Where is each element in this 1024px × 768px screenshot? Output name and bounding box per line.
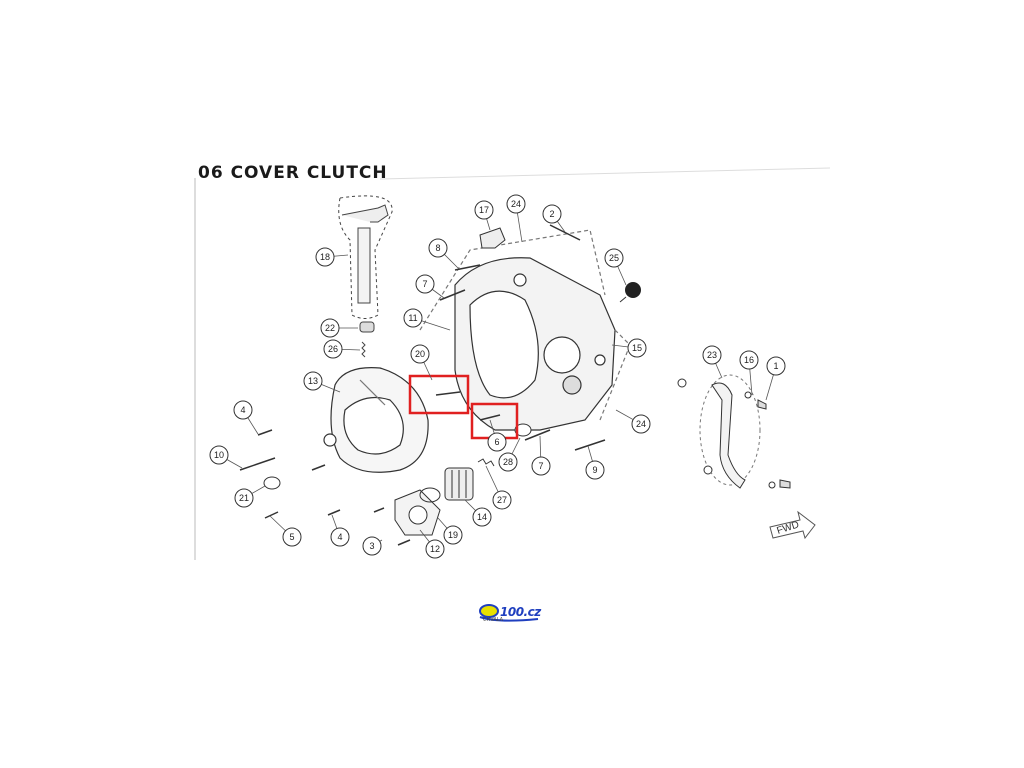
callout-number-7: 7 — [422, 279, 427, 289]
bolt-7-upper — [439, 289, 466, 301]
shop-logo-subtext: CHVALA — [483, 617, 504, 623]
part-21-seal — [263, 476, 281, 490]
part-11-15-crankcase-cover — [419, 229, 631, 431]
bolt-20-highlighted — [435, 391, 461, 396]
shop-logo-text: 100.cz — [500, 605, 541, 619]
callout-number-12: 12 — [430, 544, 440, 554]
callout-number-17: 17 — [479, 205, 489, 215]
callout-number-28: 28 — [503, 457, 513, 467]
part-25-plug — [619, 282, 641, 303]
bolt-6-highlighted — [479, 414, 501, 421]
bolt-7-lower — [524, 429, 551, 441]
diagram-title: 06 COVER CLUTCH — [198, 163, 388, 183]
bolt-5-b — [311, 464, 326, 471]
callout-circle-26 — [323, 339, 343, 359]
callout-number-23: 23 — [707, 350, 717, 360]
callout-circle-20 — [410, 344, 430, 364]
callout-circle-16 — [739, 350, 759, 370]
callout-circle-2 — [542, 204, 562, 224]
callout-number-13: 13 — [308, 376, 318, 386]
callout-circle-17 — [474, 200, 494, 220]
callout-circle-21 — [234, 488, 254, 508]
callout-circle-12 — [425, 539, 445, 559]
callout-number-10: 10 — [214, 450, 224, 460]
part-13-outer-cover — [323, 367, 429, 473]
callout-circle-3 — [362, 536, 382, 556]
callout-number-1: 1 — [773, 361, 778, 371]
bolt-2 — [549, 224, 581, 241]
callout-circle-9 — [585, 460, 605, 480]
bolts-group — [239, 224, 606, 546]
part-14-oil-filter — [444, 467, 474, 501]
callout-number-19: 19 — [448, 530, 458, 540]
callout-number-24: 24 — [636, 419, 646, 429]
callout-number-9: 9 — [592, 465, 597, 475]
callout-number-22: 22 — [325, 323, 335, 333]
callout-circle-7 — [415, 274, 435, 294]
bolt-5-a — [264, 511, 279, 519]
callout-circle-19 — [443, 525, 463, 545]
callout-number-20: 20 — [415, 349, 425, 359]
callout-number-16: 16 — [744, 355, 754, 365]
part-28-oring — [514, 423, 532, 437]
callout-circle-28 — [498, 452, 518, 472]
callout-number-8: 8 — [435, 243, 440, 253]
callout-number-6: 6 — [494, 437, 499, 447]
callout-number-21: 21 — [239, 493, 249, 503]
highlight-box-part-20 — [408, 374, 470, 415]
part-18-shaft-group — [338, 195, 393, 358]
part-12-19-filter-cover — [394, 487, 441, 536]
callout-circle-1 — [766, 356, 786, 376]
callout-number-14: 14 — [477, 512, 487, 522]
shop-logo-icon — [479, 604, 539, 622]
callout-circle-6 — [487, 432, 507, 452]
callout-number-27: 27 — [497, 495, 507, 505]
callout-number-7: 7 — [538, 461, 543, 471]
callout-labels: 1234456778910111213141516171819202122232… — [209, 194, 786, 559]
callout-circle-13 — [303, 371, 323, 391]
bolt-10 — [239, 457, 276, 471]
callout-number-26: 26 — [328, 344, 338, 354]
callout-number-24: 24 — [511, 199, 521, 209]
callout-number-4: 4 — [337, 532, 342, 542]
part-23-oil-line-group — [677, 374, 791, 489]
callout-circle-23 — [702, 345, 722, 365]
callout-circle-7 — [531, 456, 551, 476]
callout-number-25: 25 — [609, 253, 619, 263]
part-17-bracket — [479, 227, 506, 249]
callout-circle-5 — [282, 527, 302, 547]
bolt-4-lower — [327, 509, 341, 516]
callout-circle-27 — [492, 490, 512, 510]
callout-circle-15 — [627, 338, 647, 358]
bolt-3-b — [397, 539, 411, 546]
callout-circle-22 — [320, 318, 340, 338]
bolt-4-left — [257, 429, 273, 436]
callout-circle-24 — [506, 194, 526, 214]
callout-number-4: 4 — [240, 405, 245, 415]
callout-number-5: 5 — [289, 532, 294, 542]
callout-circle-10 — [209, 445, 229, 465]
part-27-spring — [477, 458, 495, 467]
callout-circle-11 — [403, 308, 423, 328]
bolt-3-a — [373, 507, 385, 513]
callout-circle-14 — [472, 507, 492, 527]
callout-circle-4 — [330, 527, 350, 547]
callout-circle-4 — [233, 400, 253, 420]
callout-circle-25 — [604, 248, 624, 268]
callout-number-15: 15 — [632, 343, 642, 353]
fwd-arrow: FWD — [769, 510, 816, 540]
callout-circle-18 — [315, 247, 335, 267]
callout-number-3: 3 — [369, 541, 374, 551]
callout-circle-24 — [631, 414, 651, 434]
bolt-9 — [574, 439, 606, 451]
callout-number-18: 18 — [320, 252, 330, 262]
bolt-8 — [454, 264, 481, 271]
frame-top-line — [379, 167, 831, 180]
callout-circle-8 — [428, 238, 448, 258]
callout-number-2: 2 — [549, 209, 554, 219]
callout-number-11: 11 — [408, 313, 417, 323]
